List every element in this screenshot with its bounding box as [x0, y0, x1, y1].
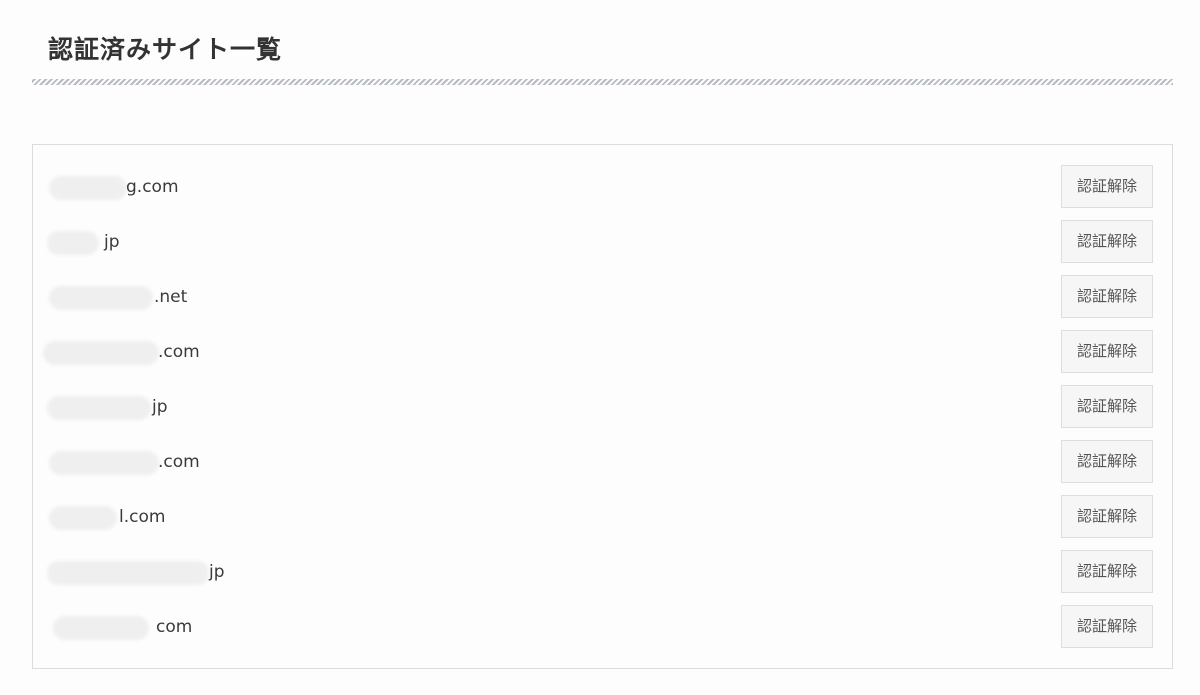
- redacted-mask: [43, 341, 159, 365]
- site-row: jp 認証解除: [33, 220, 1172, 275]
- verified-sites-list: g.com 認証解除 jp 認証解除 .net 認証解除 .com 認証解除 j…: [32, 144, 1173, 669]
- site-name: .net: [154, 287, 188, 307]
- page-title: 認証済みサイト一覧: [48, 35, 283, 64]
- site-name: jp: [152, 397, 168, 417]
- unverify-button[interactable]: 認証解除: [1061, 330, 1153, 373]
- site-row: g.com 認証解除: [33, 165, 1172, 220]
- redacted-mask: [49, 176, 127, 200]
- unverify-button[interactable]: 認証解除: [1061, 495, 1153, 538]
- unverify-button[interactable]: 認証解除: [1061, 440, 1153, 483]
- site-row: l.com 認証解除: [33, 495, 1172, 550]
- site-name: com: [156, 617, 193, 637]
- unverify-button[interactable]: 認証解除: [1061, 275, 1153, 318]
- unverify-button[interactable]: 認証解除: [1061, 220, 1153, 263]
- redacted-mask: [53, 616, 149, 640]
- site-name: jp: [209, 562, 225, 582]
- unverify-button[interactable]: 認証解除: [1061, 605, 1153, 648]
- redacted-mask: [49, 451, 159, 475]
- site-row: com 認証解除: [33, 605, 1172, 660]
- site-row: jp 認証解除: [33, 385, 1172, 440]
- site-name: jp: [104, 232, 120, 252]
- redacted-mask: [47, 231, 99, 255]
- site-row: .com 認証解除: [33, 440, 1172, 495]
- site-row: jp 認証解除: [33, 550, 1172, 605]
- unverify-button[interactable]: 認証解除: [1061, 385, 1153, 428]
- site-name: .com: [158, 342, 200, 362]
- redacted-mask: [49, 286, 153, 310]
- site-name: .com: [158, 452, 200, 472]
- site-name: g.com: [126, 177, 179, 197]
- title-underline-stripe: [32, 79, 1173, 85]
- site-row: .net 認証解除: [33, 275, 1172, 330]
- unverify-button[interactable]: 認証解除: [1061, 550, 1153, 593]
- site-row: .com 認証解除: [33, 330, 1172, 385]
- redacted-mask: [49, 506, 117, 530]
- site-name: l.com: [119, 507, 166, 527]
- redacted-mask: [47, 561, 209, 585]
- redacted-mask: [47, 396, 151, 420]
- unverify-button[interactable]: 認証解除: [1061, 165, 1153, 208]
